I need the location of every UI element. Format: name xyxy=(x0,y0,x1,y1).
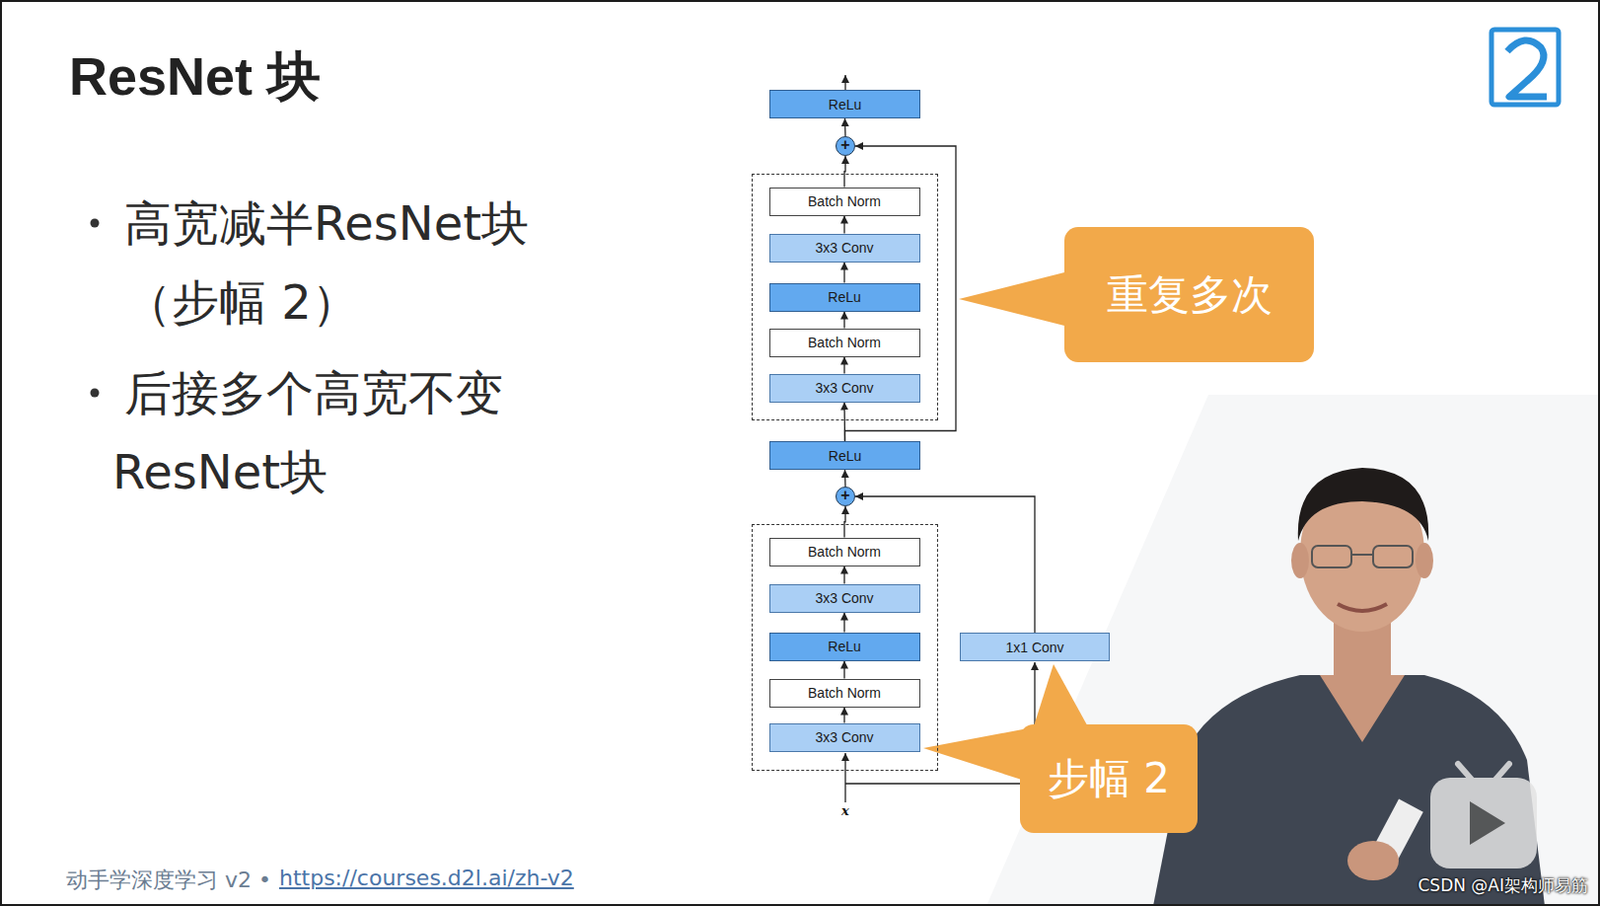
sum-circle: + xyxy=(835,136,856,156)
bullet-dot xyxy=(90,218,100,228)
presenter xyxy=(1153,467,1545,906)
dashed-group: Batch Norm3x3 ConvReLuBatch Norm3x3 Conv xyxy=(751,173,939,421)
conv-box: 3x3 Conv xyxy=(769,233,921,263)
callout-box: 重复多次 xyxy=(1064,226,1314,363)
node-label: 1x1 Conv xyxy=(1005,639,1064,655)
input-wire xyxy=(844,752,846,802)
output-arrow xyxy=(844,74,846,90)
presenter-shirt xyxy=(1153,674,1545,906)
node-label: Batch Norm xyxy=(807,334,881,351)
connector xyxy=(844,118,847,137)
footer-row: 动手学深度学习 v2 •https://courses.d2l.ai/zh-v2 xyxy=(66,865,575,895)
presenter-hair xyxy=(1298,467,1429,541)
node-label: ReLu xyxy=(827,638,861,655)
connector xyxy=(843,357,845,374)
input-label: x xyxy=(841,802,850,818)
node-label: 3x3 Conv xyxy=(814,379,873,396)
presenter-glasses xyxy=(1311,545,1352,568)
connector xyxy=(843,660,845,679)
connector xyxy=(843,612,845,633)
presenter-hand xyxy=(1347,840,1399,880)
bullet-text: 后接多个高宽不变 ResNet块 xyxy=(112,353,598,511)
conv-box: 3x3 Conv xyxy=(769,723,921,752)
play-icon xyxy=(1430,763,1537,869)
connector xyxy=(843,262,845,284)
connector xyxy=(843,311,845,329)
relu-box: ReLu xyxy=(769,89,921,119)
conv-box: 3x3 Conv xyxy=(769,373,921,403)
bullet-text: 高宽减半ResNet块 （步幅 2） xyxy=(124,183,598,342)
callout-pointer xyxy=(958,270,1073,328)
connector xyxy=(843,216,845,234)
conv-box: 3x3 Conv xyxy=(769,583,921,613)
bullet-dot xyxy=(90,388,100,398)
node-label: Batch Norm xyxy=(807,193,881,210)
footer-text: 动手学深度学习 v2 • xyxy=(66,865,272,895)
connector xyxy=(844,506,846,538)
d2l-logo-frame xyxy=(1491,29,1559,105)
sum-circle: + xyxy=(835,486,856,507)
presenter-ear xyxy=(1291,542,1310,579)
connector xyxy=(844,469,847,487)
presenter-mouth xyxy=(1337,603,1387,611)
node-label: 重复多次 xyxy=(1106,267,1273,323)
presenter-glasses xyxy=(1351,553,1374,556)
node-label: 步幅 2 xyxy=(1047,750,1170,806)
relu-box: ReLu xyxy=(769,283,921,312)
dashed-group: Batch Norm3x3 ConvReLuBatch Norm3x3 Conv xyxy=(751,523,939,771)
node-label: 3x3 Conv xyxy=(814,728,873,745)
relu-box: ReLu xyxy=(769,632,921,661)
d2l-logo-mark xyxy=(1507,40,1547,97)
relu-box: ReLu xyxy=(769,440,921,470)
callout-pointer xyxy=(1031,663,1091,732)
d2l-logo xyxy=(1491,29,1559,105)
node-label: ReLu xyxy=(828,447,862,464)
node-label: + xyxy=(840,137,850,153)
callout-pointer xyxy=(923,727,1028,782)
connector xyxy=(843,707,845,724)
node-label: Batch Norm xyxy=(807,684,881,701)
presenter-glasses xyxy=(1373,545,1413,568)
slide-title: ResNet 块 xyxy=(69,41,321,114)
connector xyxy=(844,155,846,188)
connector xyxy=(843,566,845,584)
conv-box: 1x1 Conv xyxy=(959,632,1110,661)
footer-link: https://courses.d2l.ai/zh-v2 xyxy=(279,865,575,895)
node-label: Batch Norm xyxy=(807,543,881,560)
batchnorm-box: Batch Norm xyxy=(769,537,921,567)
node-label: 3x3 Conv xyxy=(814,589,873,606)
callout-box: 步幅 2 xyxy=(1019,724,1198,833)
batchnorm-box: Batch Norm xyxy=(769,328,921,358)
presenter-ear xyxy=(1415,542,1434,579)
play-icon-body xyxy=(1430,777,1537,869)
node-label: 3x3 Conv xyxy=(814,239,873,256)
node-label: ReLu xyxy=(828,96,862,113)
node-label: ReLu xyxy=(827,289,861,305)
play-icon-ear xyxy=(1457,763,1510,780)
play-icon-triangle xyxy=(1469,800,1506,845)
node-label: + xyxy=(840,487,850,504)
batchnorm-box: Batch Norm xyxy=(769,678,921,708)
batchnorm-box: Batch Norm xyxy=(769,187,921,217)
watermark: CSDN @AI架构师易筋 xyxy=(1417,873,1589,897)
presenter-neck xyxy=(1319,674,1405,742)
